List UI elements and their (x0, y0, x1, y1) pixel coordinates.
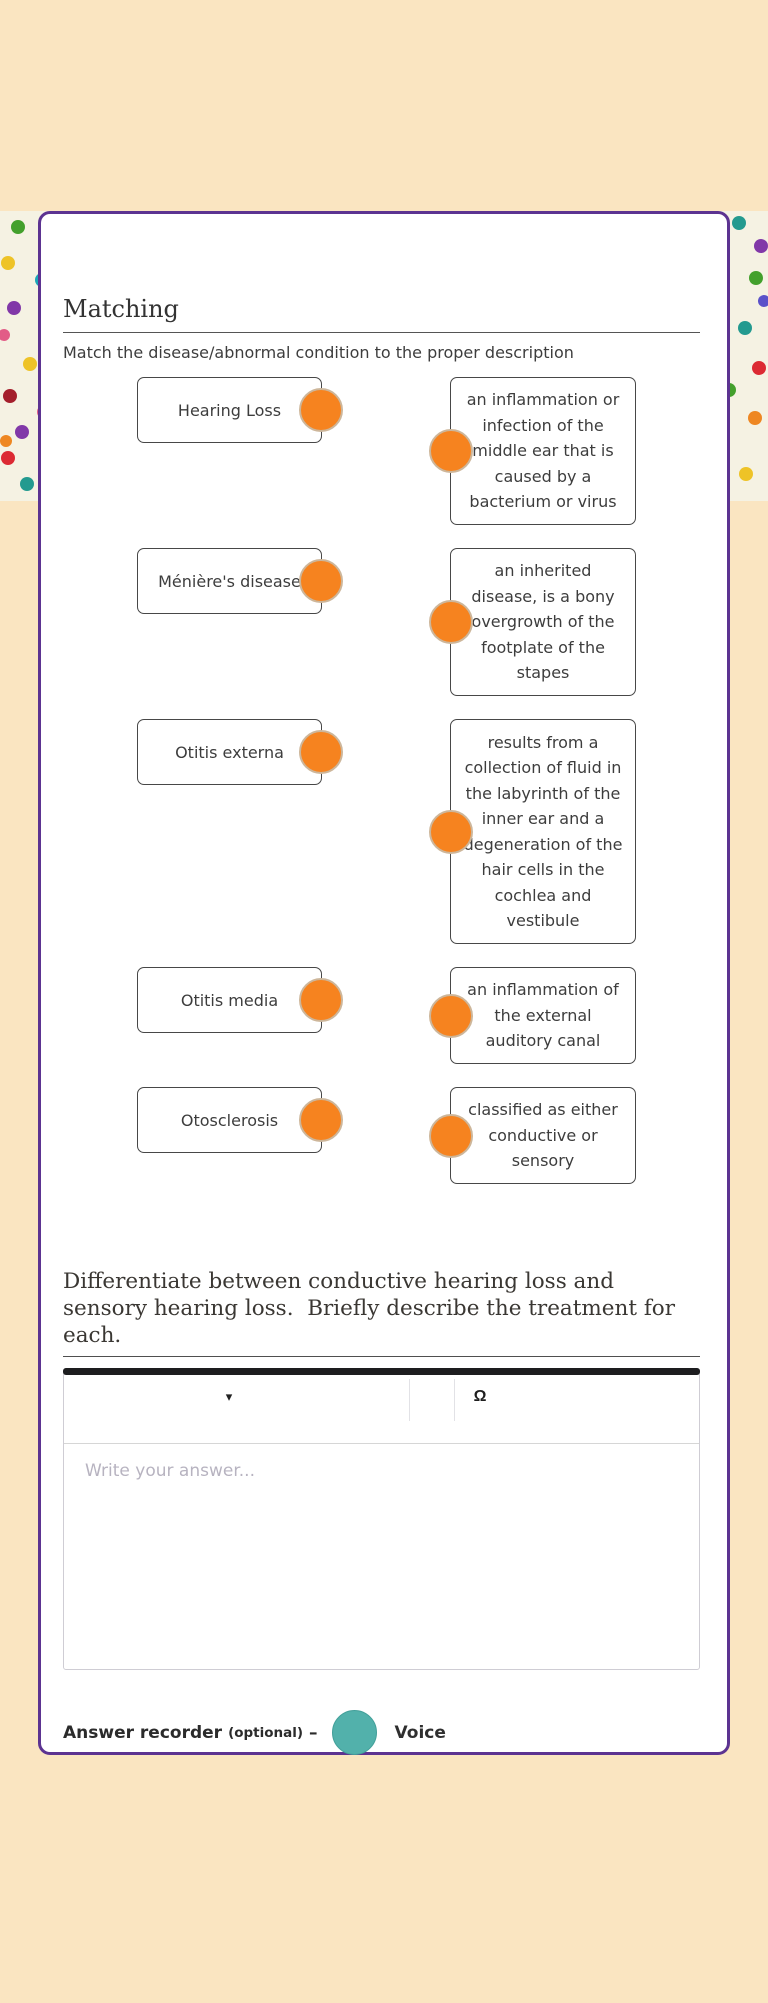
format-dropdown-button[interactable]: ▾ (214, 1383, 244, 1411)
matching-instruction: Match the disease/abnormal condition to … (63, 343, 574, 362)
question-divider (63, 1356, 700, 1357)
description-text: an inflammation of the external auditory… (467, 980, 619, 1051)
special-character-button[interactable]: Ω (464, 1382, 496, 1412)
description-text: an inflammation or infection of the midd… (466, 390, 620, 512)
description-text: an inherited disease, is a bony overgrow… (471, 561, 615, 683)
toolbar-separator (454, 1379, 455, 1421)
description-box[interactable]: results from a collection of fluid in th… (429, 719, 636, 944)
description-box[interactable]: an inflammation or infection of the midd… (429, 377, 636, 525)
matching-row: Ménière's disease an inherited disease, … (137, 548, 700, 696)
answer-recorder-label: Answer recorder (63, 1722, 223, 1743)
toolbar-separator (409, 1379, 410, 1421)
term-label: Ménière's disease (158, 571, 301, 591)
matching-row: Otitis externa results from a collection… (137, 719, 700, 944)
connector-dot-icon[interactable] (429, 600, 473, 644)
term-label: Otitis externa (175, 742, 284, 762)
connector-dot-icon[interactable] (299, 978, 343, 1022)
connector-dot-icon[interactable] (429, 809, 473, 854)
voice-label: Voice (394, 1722, 446, 1743)
connector-dot-icon[interactable] (299, 559, 343, 603)
question-prompt: Differentiate between conductive hearing… (63, 1269, 682, 1348)
term-box[interactable]: Otitis media (137, 967, 343, 1033)
description-box[interactable]: classified as either conductive or senso… (429, 1087, 636, 1184)
omega-icon: Ω (473, 1388, 487, 1405)
connector-dot-icon[interactable] (429, 993, 473, 1038)
matching-exercise: Hearing Loss an inflammation or infectio… (63, 377, 700, 1184)
term-label: Otosclerosis (180, 1110, 279, 1130)
open-question-section: Differentiate between conductive hearing… (63, 1268, 700, 1755)
matching-row: Hearing Loss an inflammation or infectio… (137, 377, 700, 525)
answer-textarea[interactable] (64, 1444, 699, 1669)
editor-top-bar (63, 1368, 700, 1375)
connector-dot-icon[interactable] (429, 1113, 473, 1158)
description-box[interactable]: an inherited disease, is a bony overgrow… (429, 548, 636, 696)
chevron-down-icon: ▾ (225, 1389, 233, 1404)
term-box[interactable]: Ménière's disease (137, 548, 343, 614)
description-box[interactable]: an inflammation of the external auditory… (429, 967, 636, 1064)
term-label: Hearing Loss (177, 400, 282, 420)
matching-divider (63, 332, 700, 333)
editor-toolbar: ▾ Ω (64, 1375, 699, 1444)
connector-dot-icon[interactable] (299, 388, 343, 432)
term-box[interactable]: Otosclerosis (137, 1087, 343, 1153)
voice-record-button[interactable] (331, 1710, 377, 1755)
answer-recorder-dash: – (309, 1722, 318, 1743)
answer-recorder-optional-label: (optional) (228, 1724, 304, 1741)
connector-dot-icon[interactable] (299, 1098, 343, 1142)
matching-row: Otosclerosis classified as either conduc… (137, 1087, 700, 1184)
term-label: Otitis media (180, 990, 279, 1010)
description-text: results from a collection of fluid in th… (463, 732, 623, 931)
worksheet-page: { "colors": { "accent-purple": "#5c3391"… (0, 211, 768, 2003)
worksheet-card: Matching Match the disease/abnormal cond… (38, 211, 730, 1755)
connector-dot-icon[interactable] (299, 730, 343, 774)
rich-text-editor: ▾ Ω (63, 1368, 700, 1670)
description-text: classified as either conductive or senso… (468, 1100, 618, 1171)
connector-dot-icon[interactable] (429, 429, 473, 473)
term-box[interactable]: Hearing Loss (137, 377, 343, 443)
matching-row: Otitis media an inflammation of the exte… (137, 967, 700, 1064)
term-box[interactable]: Otitis externa (137, 719, 343, 785)
matching-heading: Matching (63, 295, 179, 323)
answer-recorder-row: Answer recorder (optional) – Voice (63, 1710, 700, 1755)
